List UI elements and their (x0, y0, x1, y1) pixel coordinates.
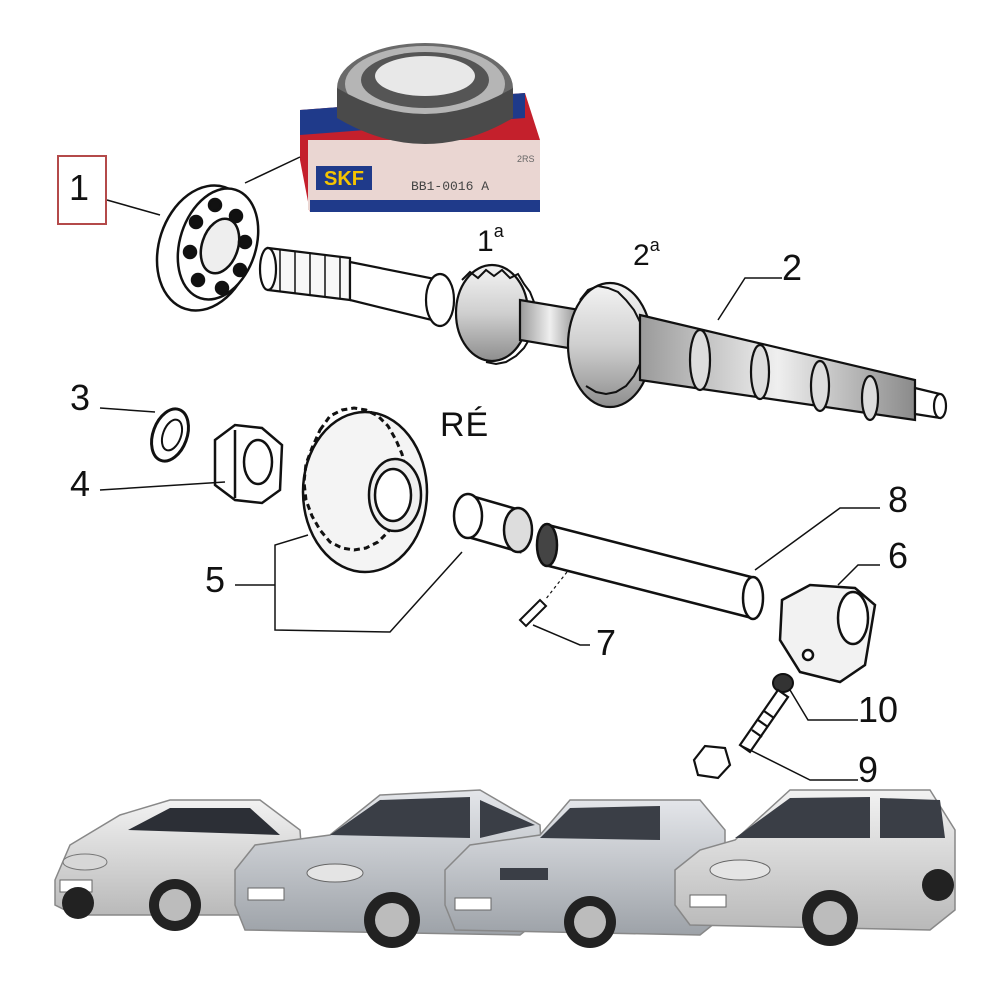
label-1: 1 (69, 167, 90, 208)
label-second-gear: 2a (633, 236, 660, 271)
pin-icon (518, 598, 548, 628)
label-2: 2 (782, 247, 803, 288)
label-4: 4 (70, 463, 91, 504)
label-first-gear: 1a (477, 222, 504, 257)
leader-8 (754, 507, 880, 571)
main-shaft-icon (258, 246, 948, 422)
first-gear-number: 1 (477, 225, 494, 258)
leader-6 (837, 564, 880, 586)
label-10: 10 (858, 689, 899, 730)
leader-9 (739, 744, 858, 781)
shaft-icon (535, 522, 765, 621)
car-palio-icon (54, 799, 306, 931)
label-7: 7 (596, 622, 617, 663)
leader-3 (99, 407, 156, 413)
leader-2 (717, 277, 782, 321)
label-9: 9 (858, 749, 879, 790)
car-uno-mille-icon (444, 799, 726, 948)
shift-fork-icon (778, 583, 877, 684)
label-8: 8 (888, 479, 909, 520)
washer-icon (150, 407, 190, 463)
leader-4 (99, 481, 226, 491)
second-gear-number: 2 (633, 239, 650, 272)
bolt-icon (692, 688, 790, 780)
leader-5 (274, 534, 463, 633)
lock-washer-icon (772, 673, 794, 693)
bearing-icon (155, 184, 260, 312)
second-gear-ordinal: a (649, 235, 660, 255)
label-6: 6 (888, 535, 909, 576)
reverse-gear-icon (301, 406, 429, 574)
car-uno-icon (674, 789, 956, 946)
leader-bearing-box (244, 156, 301, 184)
first-gear-ordinal: a (493, 221, 504, 241)
leader-1 (106, 199, 161, 216)
bearing-box-part-code: BB1-0016 A (411, 179, 489, 194)
label-1-frame (57, 155, 107, 225)
label-5: 5 (205, 559, 226, 600)
bearing-box-brand: SKF (324, 168, 364, 190)
label-reverse: RÉ (440, 406, 490, 444)
synchro-hub-icon (213, 423, 284, 505)
bearing-box-icon (300, 43, 540, 212)
leader-10 (789, 689, 858, 721)
bearing-box-small-text: 2RS (517, 154, 535, 164)
leader-7 (532, 624, 590, 646)
label-3: 3 (70, 377, 91, 418)
bushing-icon (452, 492, 534, 554)
